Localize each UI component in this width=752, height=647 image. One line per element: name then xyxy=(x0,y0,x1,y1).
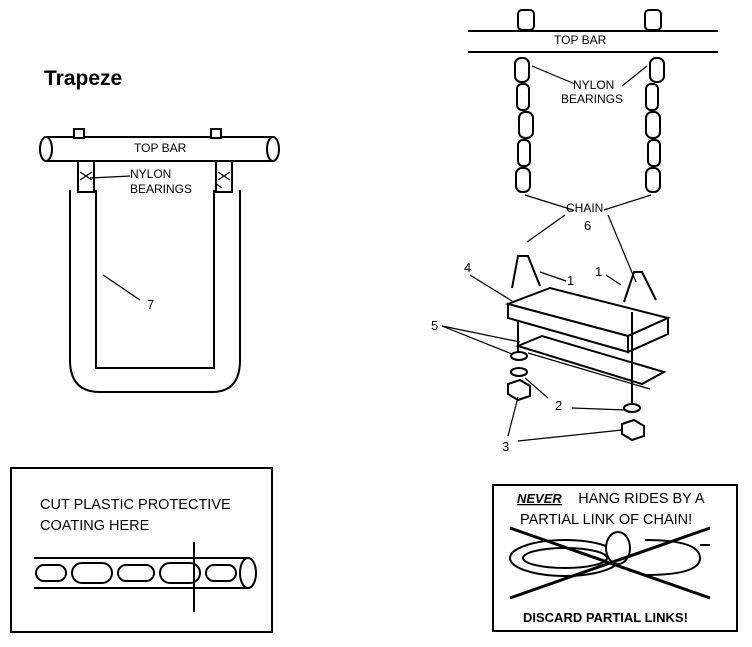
swing-nut-left xyxy=(507,378,531,402)
trapeze-hanger-right xyxy=(215,162,233,193)
swing-callout-washer-lower: 2 xyxy=(555,398,562,413)
warning-footer: DISCARD PARTIAL LINKS! xyxy=(523,610,688,625)
swing-callout-nut: 3 xyxy=(502,439,509,454)
swing-bolt-left xyxy=(517,9,535,31)
trapeze-top-bar-label: TOP BAR xyxy=(134,141,187,155)
svg-text:NEVER HANG RIDES BY A: NEVER HANG RIDES BY A xyxy=(517,490,705,507)
warning-line2: PARTIAL LINK OF CHAIN! xyxy=(520,512,692,528)
warning-box xyxy=(492,484,738,632)
trapeze-part-number: 7 xyxy=(147,297,154,312)
swing-seat-bracket xyxy=(515,334,667,386)
partial-link-joint xyxy=(605,531,631,565)
coating-text-line1: CUT PLASTIC PROTECTIVE xyxy=(40,497,231,513)
swing-chain-left xyxy=(514,57,534,193)
trapeze-bearings-label-1: NYLON xyxy=(130,167,171,181)
trapeze-bar-outer xyxy=(69,190,241,393)
warning-line1-rest: HANG RIDES BY A xyxy=(578,491,705,507)
swing-hanger-left xyxy=(511,255,541,289)
swing-top-bar-label: TOP BAR xyxy=(554,33,607,47)
coating-instruction-box xyxy=(10,467,273,633)
trapeze-hanger-left xyxy=(77,162,95,193)
swing-callout-chain: 6 xyxy=(584,218,591,233)
swing-bearings-label-1: NYLON xyxy=(573,78,614,92)
trapeze-illustration xyxy=(39,128,280,393)
trapeze-title: Trapeze xyxy=(44,67,122,90)
swing-callout-seat: 4 xyxy=(464,260,471,275)
partial-link-right xyxy=(644,539,702,576)
warning-never: NEVER xyxy=(517,491,562,506)
trapeze-bolt-left xyxy=(73,128,85,139)
warning-cross-b xyxy=(509,526,711,600)
swing-bearings-label-2: BEARINGS xyxy=(561,92,623,106)
trapeze-bar-end-right xyxy=(266,136,280,162)
swing-callout-hanger-right: 1 xyxy=(595,264,602,279)
coating-chain-links xyxy=(35,562,237,584)
swing-washer-upper-left xyxy=(510,351,528,361)
trapeze-bearings-label-2: BEARINGS xyxy=(130,182,192,196)
swing-hanger-right xyxy=(623,271,657,303)
partial-link-left xyxy=(509,539,621,577)
swing-nut-right xyxy=(621,418,645,442)
swing-washer-right xyxy=(623,403,641,413)
swing-illustration xyxy=(441,9,718,442)
swing-seat-side xyxy=(627,316,669,354)
coating-text-line2: COATING HERE xyxy=(40,518,150,534)
trapeze-bar-end-left xyxy=(39,136,53,162)
swing-callout-hanger-left: 1 xyxy=(567,273,574,288)
swing-washer-lower-left xyxy=(510,367,528,377)
trapeze-bolt-right xyxy=(210,128,222,139)
swing-bolt-right xyxy=(644,9,662,31)
trapeze-bar-inner xyxy=(95,190,215,369)
swing-chain-right xyxy=(645,57,665,193)
swing-callout-washer-upper: 5 xyxy=(431,318,438,333)
swing-chain-label: CHAIN xyxy=(566,201,603,215)
